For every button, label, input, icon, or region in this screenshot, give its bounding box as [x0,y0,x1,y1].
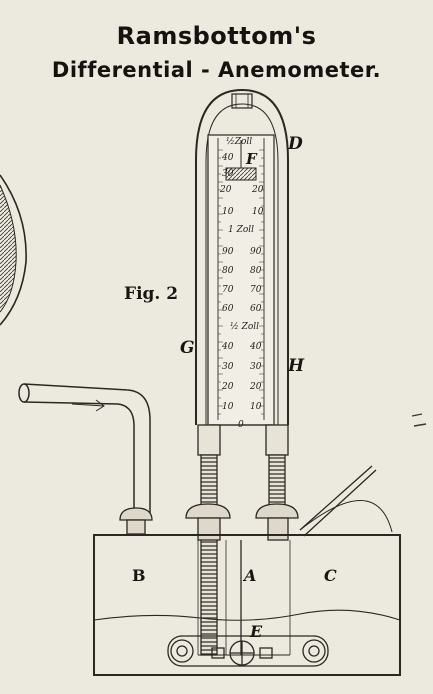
scale-right-mid-60: 60 [250,304,262,314]
label-b: B [132,566,146,585]
fig-label: Fig. 2 [124,284,179,304]
title-line-1: Ramsbottom's [116,22,317,50]
scale-left-upper-10: 10 [222,207,234,217]
scale-right-upper-10: 10 [252,207,264,217]
scale-right-low-20: 20 [250,382,262,392]
label-c: C [324,566,337,585]
label-a: A [244,566,257,585]
lever [299,465,393,537]
scale-half-zoll-top: ½Zoll [226,137,253,147]
scale-left-mid-70: 70 [222,285,234,295]
scale-left-upper-30: 30 [222,169,234,179]
scale-right-low-10: 10 [250,402,262,412]
scale-left-low-20: 20 [222,382,234,392]
scale-left-low-10: 10 [222,402,234,412]
scale-left-upper-40: 40 [222,153,234,163]
label-d: D [288,134,303,154]
scale-left-low-30: 30 [222,362,234,372]
scale-right-low-40: 40 [250,342,262,352]
scale-right-mid-70: 70 [250,285,262,295]
scale-zero: 0 [238,420,244,430]
scale-right-low-30: 30 [250,362,262,372]
label-e: E [250,622,263,641]
scale-ticks [218,149,264,415]
title-line-2: Differential - Anemometer. [51,58,382,82]
left-edge-object [0,174,27,326]
scale-right-mid-80: 80 [250,266,262,276]
label-g: G [180,338,195,358]
lower-box [93,534,401,676]
scale-half-zoll: ½ Zoll [230,322,260,332]
scale-one-zoll: 1 Zoll [228,225,255,235]
inlet-pipe [18,383,151,515]
scale-right-mid-90: 90 [250,247,262,257]
scale-left-mid-80: 80 [222,266,234,276]
scale-left-low-40: 40 [222,342,234,352]
scale-left-upper-20: 20 [220,185,232,195]
bottom-rollers [167,635,329,667]
label-h: H [288,356,305,376]
scale-right-upper-20: 20 [252,185,264,195]
margin-marks [411,413,427,427]
scale-left-mid-90: 90 [222,247,234,257]
scale-left-mid-60: 60 [222,304,234,314]
label-f: F [246,150,257,168]
valve-caps [119,503,299,541]
